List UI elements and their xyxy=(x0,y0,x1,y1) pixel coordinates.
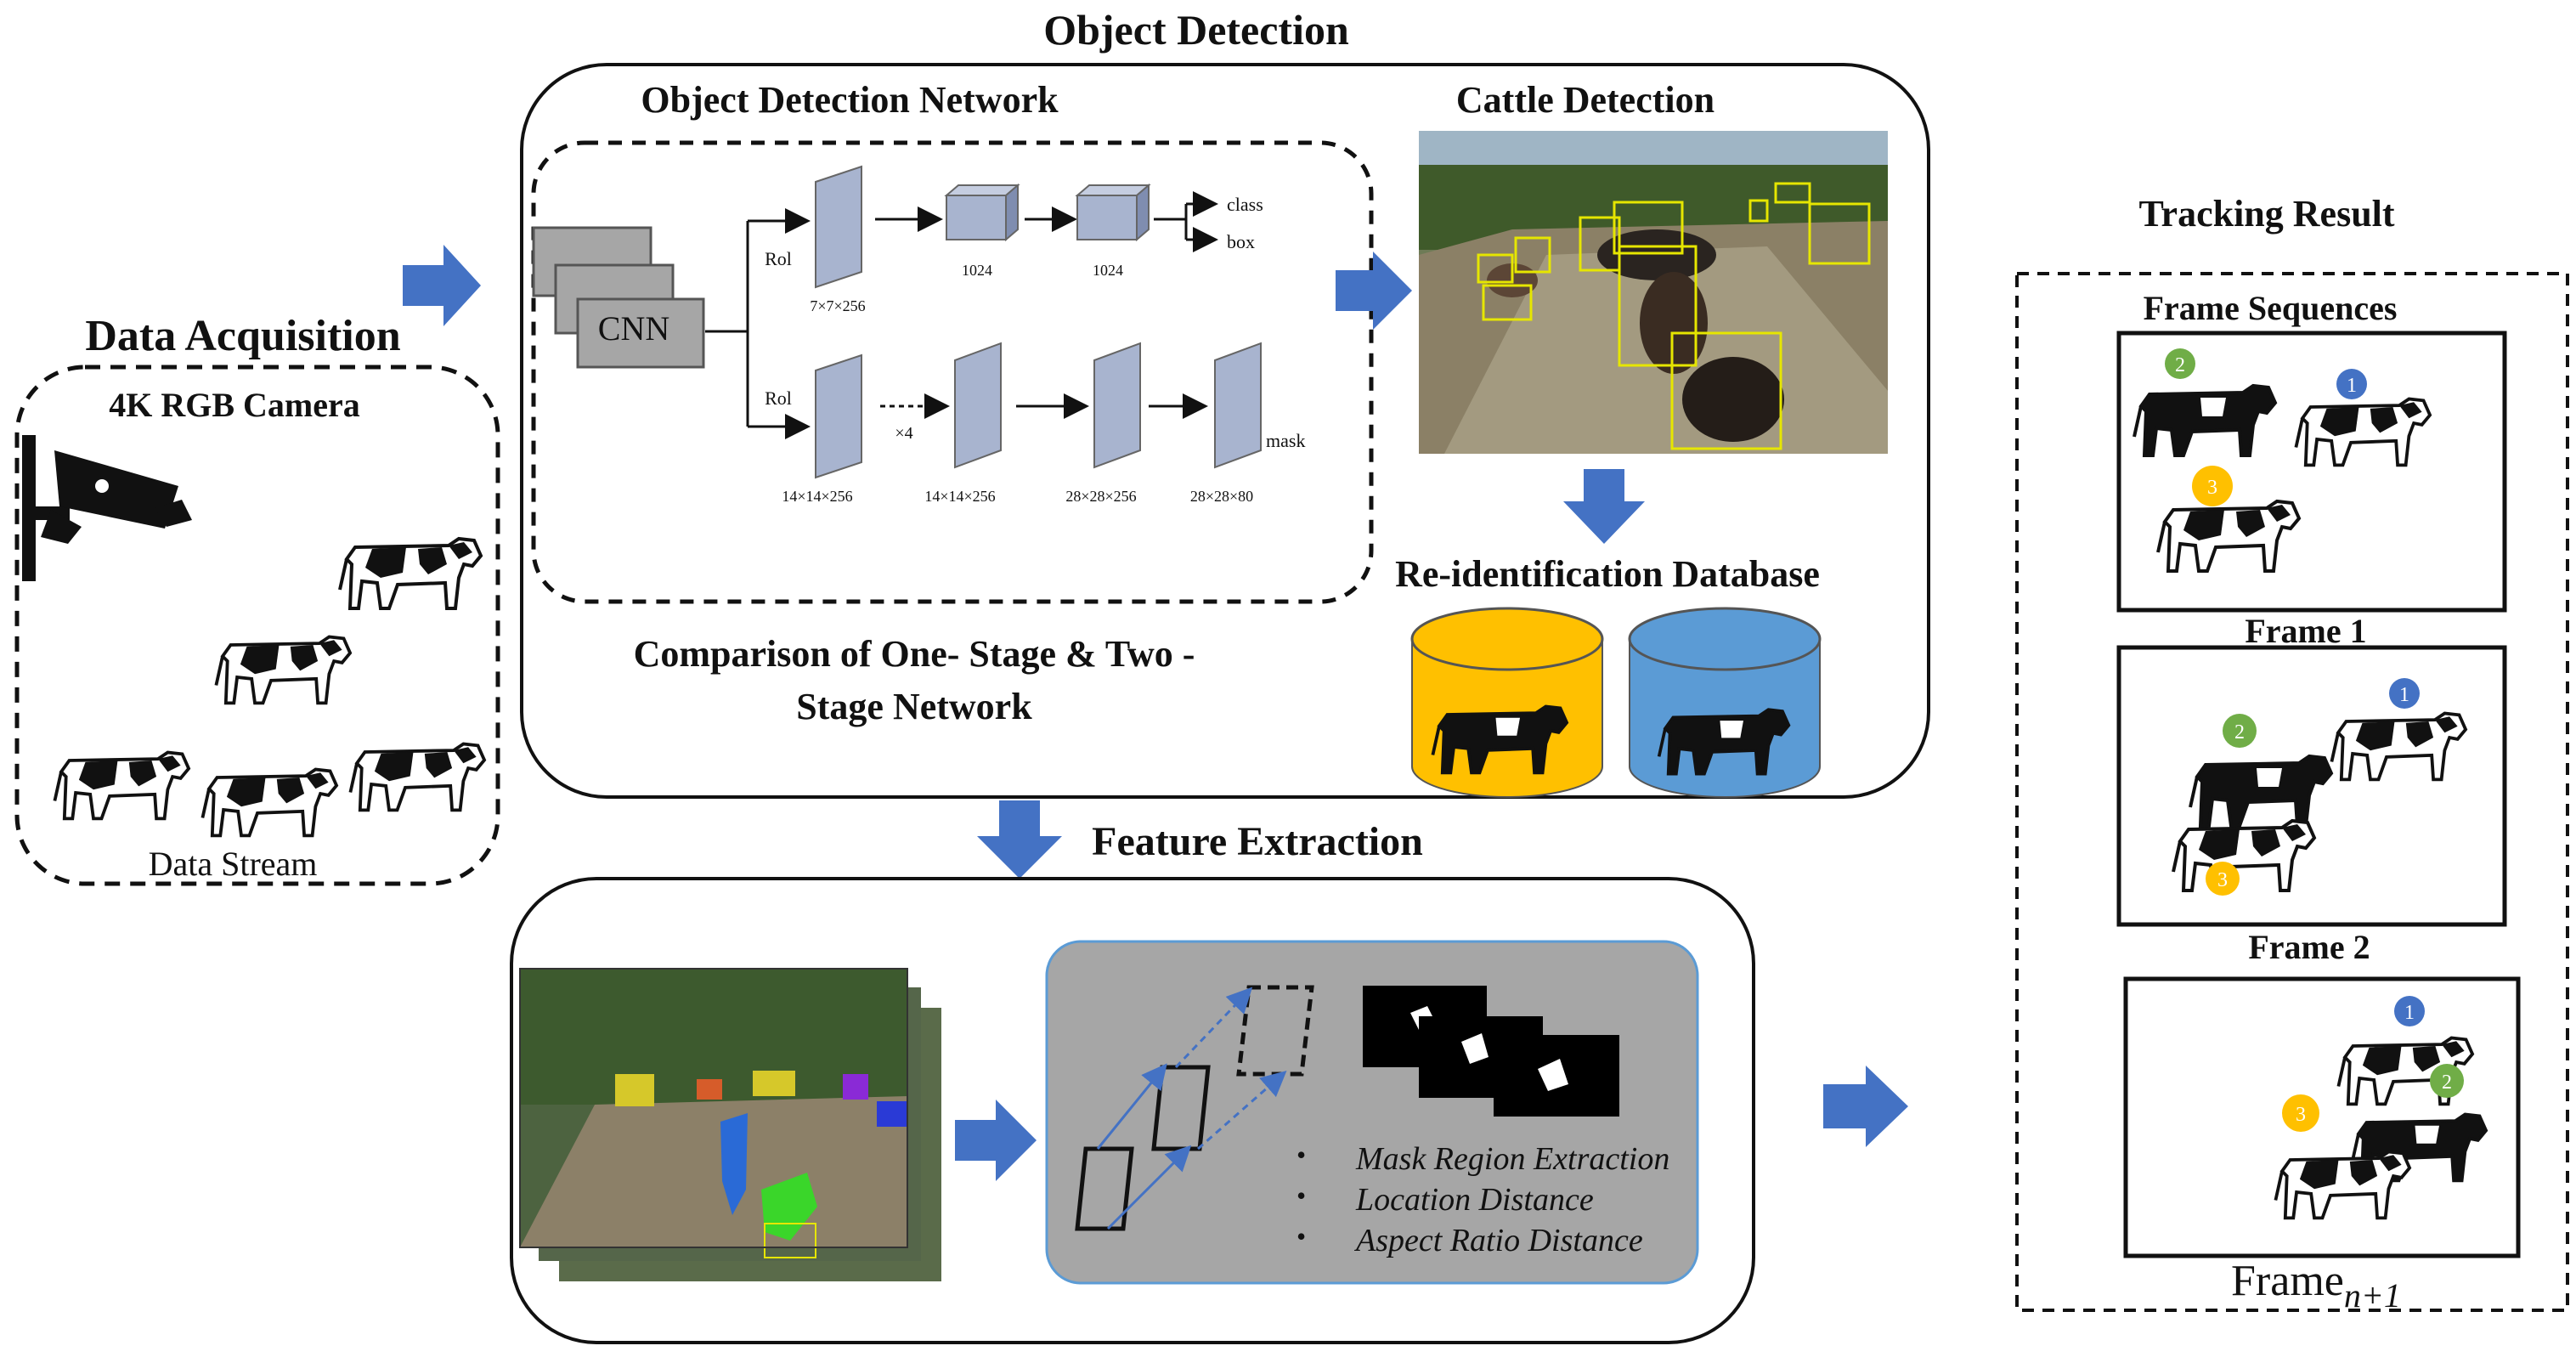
dim-label: 14×14×256 xyxy=(782,488,852,505)
tracking-result-panel: Tracking Result Frame Sequences 2 1 3 Fr… xyxy=(2015,193,2569,1315)
id-badge: 3 xyxy=(2296,1104,2306,1126)
mask-layer xyxy=(1214,342,1262,469)
box-label: box xyxy=(1227,231,1255,252)
main-title: Object Detection xyxy=(1043,6,1349,54)
cow-icon xyxy=(348,742,487,812)
frame-2-label: Frame 2 xyxy=(2248,928,2370,966)
id-badge: 1 xyxy=(2404,1002,2415,1024)
reid-title: Re-identification Database xyxy=(1395,553,1820,595)
frame-1-label: Frame 1 xyxy=(2245,612,2366,650)
dim-label: 7×7×256 xyxy=(810,297,865,314)
frame-sequences-title: Frame Sequences xyxy=(2144,289,2398,327)
bbox-association-diagram xyxy=(1075,985,1314,1231)
cattle-detection-image xyxy=(1419,131,1888,454)
id-badge: 3 xyxy=(2207,477,2217,499)
acquisition-title: Data Acquisition xyxy=(85,312,400,360)
id-badge: 2 xyxy=(2234,721,2245,744)
flow-arrow xyxy=(1563,469,1645,544)
cnn-block: CNN xyxy=(532,226,705,369)
fc-layer xyxy=(944,183,1020,242)
frame-1 xyxy=(2116,331,2507,613)
dim-label: 28×28×80 xyxy=(1190,488,1253,505)
cow-icon xyxy=(53,750,191,821)
flow-arrow xyxy=(403,245,481,326)
flow-arrow xyxy=(955,1100,1037,1181)
id-badge: 1 xyxy=(2347,375,2357,397)
flow-arrow xyxy=(1336,252,1412,330)
id-badge: 3 xyxy=(2217,869,2228,891)
segmented-frames xyxy=(519,968,941,1281)
camera-label: 4K RGB Camera xyxy=(109,386,360,424)
network-title: Object Detection Network xyxy=(641,79,1059,121)
conv-layer xyxy=(954,342,1002,469)
fc-layer xyxy=(1075,183,1151,242)
mask-thumbnails xyxy=(1363,986,1619,1117)
dim-label: 28×28×256 xyxy=(1065,488,1136,505)
frame-n-label: Framen+1 xyxy=(2231,1257,2401,1315)
feature-title: Feature Extraction xyxy=(1092,819,1423,864)
class-label: class xyxy=(1227,194,1263,215)
rol-top-label: Rol xyxy=(765,248,792,269)
rol-bottom-label: Rol xyxy=(765,387,792,409)
data-acquisition-panel: Data Acquisition 4K RGB Camera Data Stre… xyxy=(14,312,500,886)
feature-extraction-panel: • Mask Region Extraction • Location Dist… xyxy=(510,877,1755,1344)
cow-icon xyxy=(214,635,353,705)
cattle-detection-title: Cattle Detection xyxy=(1456,79,1715,121)
flow-arrow xyxy=(1823,1066,1908,1147)
dim-label: 1024 xyxy=(962,262,992,279)
database-icon xyxy=(1410,607,1604,798)
bullet-item: Aspect Ratio Distance xyxy=(1353,1223,1643,1258)
comparison-line-2: Stage Network xyxy=(796,686,1032,727)
cow-icon xyxy=(201,767,339,838)
x4-label: ×4 xyxy=(895,424,912,443)
roi-layer xyxy=(815,165,862,289)
camera-icon xyxy=(22,435,192,581)
dim-label: 14×14×256 xyxy=(924,488,995,505)
database-icon xyxy=(1628,607,1822,798)
conv-layer xyxy=(1093,342,1141,469)
bullet-item: Location Distance xyxy=(1355,1182,1594,1218)
roi-layer xyxy=(815,353,862,479)
comparison-line-1: Comparison of One- Stage & Two - xyxy=(634,633,1195,675)
bullet-marker: • xyxy=(1296,1139,1306,1170)
flow-arrow xyxy=(977,800,1062,879)
tracking-title: Tracking Result xyxy=(2138,193,2394,235)
id-badge: 1 xyxy=(2399,684,2409,706)
cnn-label: CNN xyxy=(598,309,669,348)
bullet-marker: • xyxy=(1296,1180,1306,1211)
object-detection-panel: Object Detection Network CNN Rol Rol xyxy=(520,63,1930,799)
mask-label: mask xyxy=(1266,430,1305,451)
id-badge: 2 xyxy=(2175,354,2185,376)
dim-label: 1024 xyxy=(1093,262,1123,279)
bullet-marker: • xyxy=(1296,1221,1306,1252)
stream-label: Data Stream xyxy=(149,845,318,883)
cow-icon xyxy=(338,537,483,610)
bullet-item: Mask Region Extraction xyxy=(1355,1141,1669,1177)
id-badge: 2 xyxy=(2442,1071,2452,1094)
